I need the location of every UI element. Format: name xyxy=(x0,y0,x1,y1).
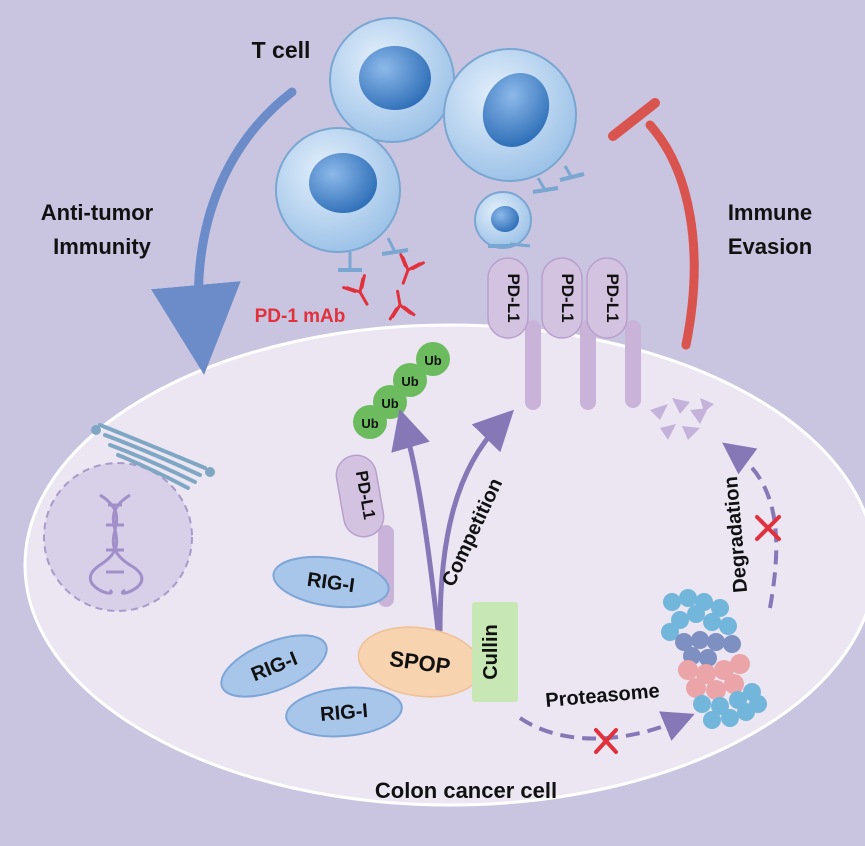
rig-i-2: RIG-I xyxy=(220,634,328,698)
ub-label-1: Ub xyxy=(361,416,378,431)
spop: SPOP xyxy=(357,626,483,698)
t-cell-label: T cell xyxy=(252,37,311,63)
proteasome-arrow xyxy=(518,711,695,741)
dna-helix-icon xyxy=(88,493,144,595)
pdl1-membrane-2: PD-L1 xyxy=(541,257,596,410)
nucleus xyxy=(43,462,193,612)
pd1-mab-label: PD-1 mAb xyxy=(255,306,346,327)
immune-evasion-label-line1: Immune xyxy=(728,200,812,225)
proteasome-block-icon xyxy=(594,728,618,754)
cullin-label: Cullin xyxy=(480,624,502,680)
immune-evasion-label-line2: Evasion xyxy=(728,234,812,259)
pd1-antibody-icons xyxy=(342,253,425,321)
pdl1-intracellular: PD-L1 xyxy=(335,454,394,607)
pdl1-label-1: PD-L1 xyxy=(504,273,523,322)
proteasome-complex-icon xyxy=(661,589,767,729)
degradation-arrow xyxy=(722,442,779,609)
ub-label-4: Ub xyxy=(424,353,441,368)
golgi-apparatus-icon xyxy=(91,423,215,490)
colon-cancer-cell-label: Colon cancer cell xyxy=(375,778,557,803)
cullin: Cullin xyxy=(472,602,518,702)
pdl1-membrane-3: PD-L1 xyxy=(586,257,641,408)
rig-i-1: RIG-I xyxy=(272,555,390,609)
t-cell-3 xyxy=(275,127,409,272)
rig-i-3: RIG-I xyxy=(285,686,403,738)
degradation-block-icon xyxy=(755,515,781,541)
anti-tumor-label-line1: Anti-tumor xyxy=(41,200,154,225)
pdl1-label-2: PD-L1 xyxy=(558,273,577,322)
rig-i-label-3: RIG-I xyxy=(319,700,369,726)
ubiquitin-chain: Ub Ub Ub Ub xyxy=(353,342,450,439)
t-cell-2 xyxy=(443,48,585,194)
immune-evasion-inhibition xyxy=(608,98,699,350)
t-cell-small xyxy=(474,191,532,249)
anti-tumor-label-line2: Immunity xyxy=(53,234,152,259)
ub-label-2: Ub xyxy=(381,396,398,411)
anti-tumor-arrow xyxy=(151,87,297,375)
pdl1-membrane-1: PD-L1 xyxy=(487,257,541,410)
ub-label-3: Ub xyxy=(401,374,418,389)
degraded-pdl1-fragments xyxy=(650,398,714,440)
pdl1-label-3: PD-L1 xyxy=(603,273,622,322)
t-cell-1 xyxy=(329,17,455,143)
competition-arrows xyxy=(391,408,514,633)
